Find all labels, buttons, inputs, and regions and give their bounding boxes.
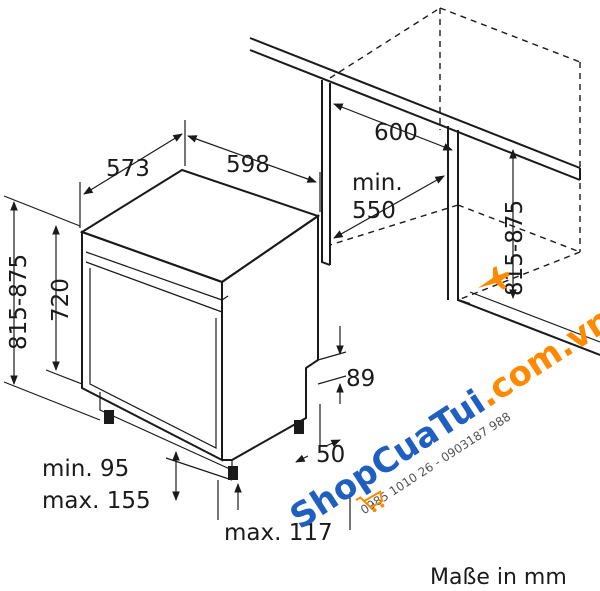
feet-min-label: min. 95 xyxy=(42,456,129,482)
niche-min-prefix: min. xyxy=(352,170,403,196)
body-height-label: 720 xyxy=(48,278,74,322)
plinth-max-label: max. 117 xyxy=(224,520,333,546)
depth-dimension xyxy=(79,120,186,228)
niche-width-dimension xyxy=(333,103,453,151)
unit-label: Maße in mm xyxy=(430,565,567,590)
niche-walls xyxy=(321,80,600,356)
depth-label: 573 xyxy=(106,156,150,182)
total-height-dimension xyxy=(3,195,101,421)
airplane-icon xyxy=(478,266,510,290)
niche-min-label: 550 xyxy=(352,198,396,224)
plinth-max-dimension xyxy=(217,480,351,530)
plinth-height-dimension xyxy=(317,326,347,404)
svg-text:ShopCuaTui.com.vn: ShopCuaTui.com.vn xyxy=(283,300,600,538)
total-height-label: 815-875 xyxy=(6,254,32,350)
plinth-setback-dimension xyxy=(295,404,341,463)
countertop xyxy=(249,37,581,181)
body-height-dimension xyxy=(45,225,83,385)
feet-height-dimension xyxy=(165,451,233,501)
dishwasher-body xyxy=(79,168,321,480)
width-label: 598 xyxy=(226,152,270,178)
niche-width-label: 600 xyxy=(374,120,418,146)
shopping-cart-icon xyxy=(355,490,385,513)
niche-height-label: 815-875 xyxy=(502,200,528,296)
feet-max-label: max. 155 xyxy=(42,488,151,514)
plinth-height-label: 89 xyxy=(346,366,375,392)
width-dimension xyxy=(187,135,321,212)
niche-min-dimension xyxy=(333,175,445,239)
watermark-brand-main: ShopCuaTui xyxy=(283,382,492,537)
plinth-setback-label: 50 xyxy=(316,442,345,468)
watermark: ShopCuaTui.com.vn 0985 1010 26 - 0903187… xyxy=(283,300,600,538)
